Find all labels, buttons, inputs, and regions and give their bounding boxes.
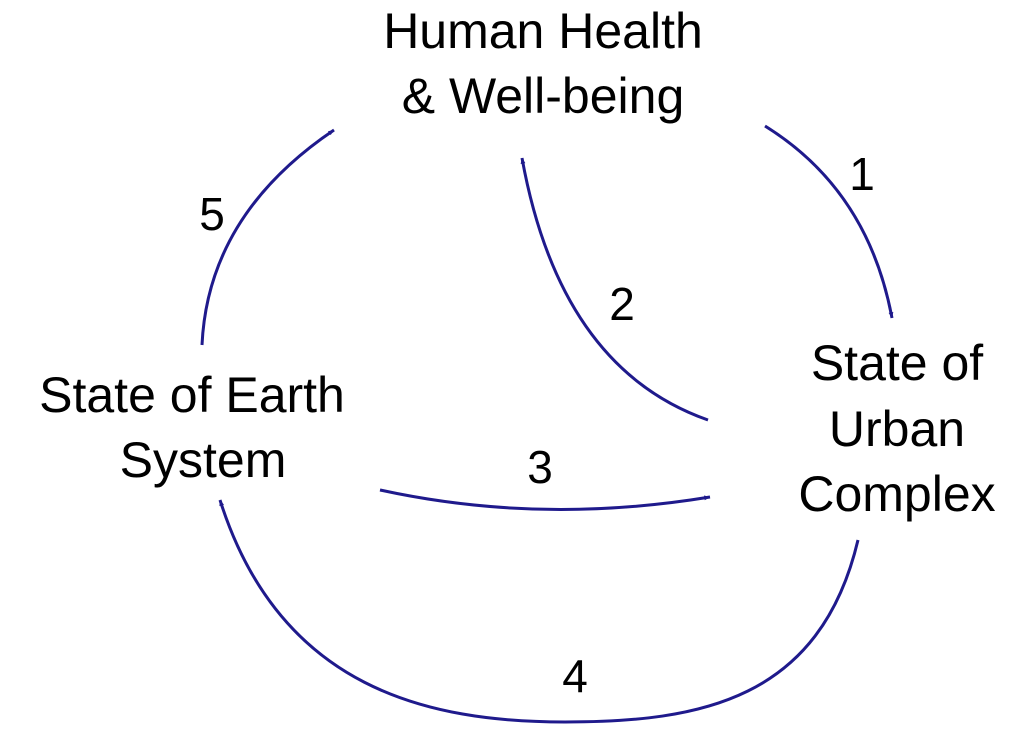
node-urban-complex-line1: State of [811,335,983,391]
node-human-health-line2: & Well-being [402,68,685,124]
edge-2: 2 [520,157,709,422]
node-urban-complex: State of Urban Complex [798,335,995,522]
node-human-health: Human Health & Well-being [383,3,703,124]
edge-3-arrow [379,488,711,511]
node-urban-complex-line3: Complex [798,466,995,522]
node-earth-system-line1: State of Earth [39,367,345,423]
node-earth-system: State of Earth System [39,367,345,488]
edge-5: 5 [199,128,335,346]
edge-5-label: 5 [199,188,225,240]
edge-3-label: 3 [527,441,553,493]
edge-1-arrow [764,124,894,319]
edge-4-arrow [218,499,860,724]
edge-1: 1 [764,124,894,319]
node-human-health-line1: Human Health [383,3,703,59]
edge-1-label: 1 [849,148,875,200]
edge-2-label: 2 [609,278,635,330]
edge-4-label: 4 [562,650,588,702]
edge-5-arrow [200,128,335,346]
edge-3: 3 [379,441,711,511]
edge-4: 4 [218,499,860,724]
node-earth-system-line2: System [120,432,287,488]
node-urban-complex-line2: Urban [829,401,965,457]
edge-2-arrow [520,157,709,422]
